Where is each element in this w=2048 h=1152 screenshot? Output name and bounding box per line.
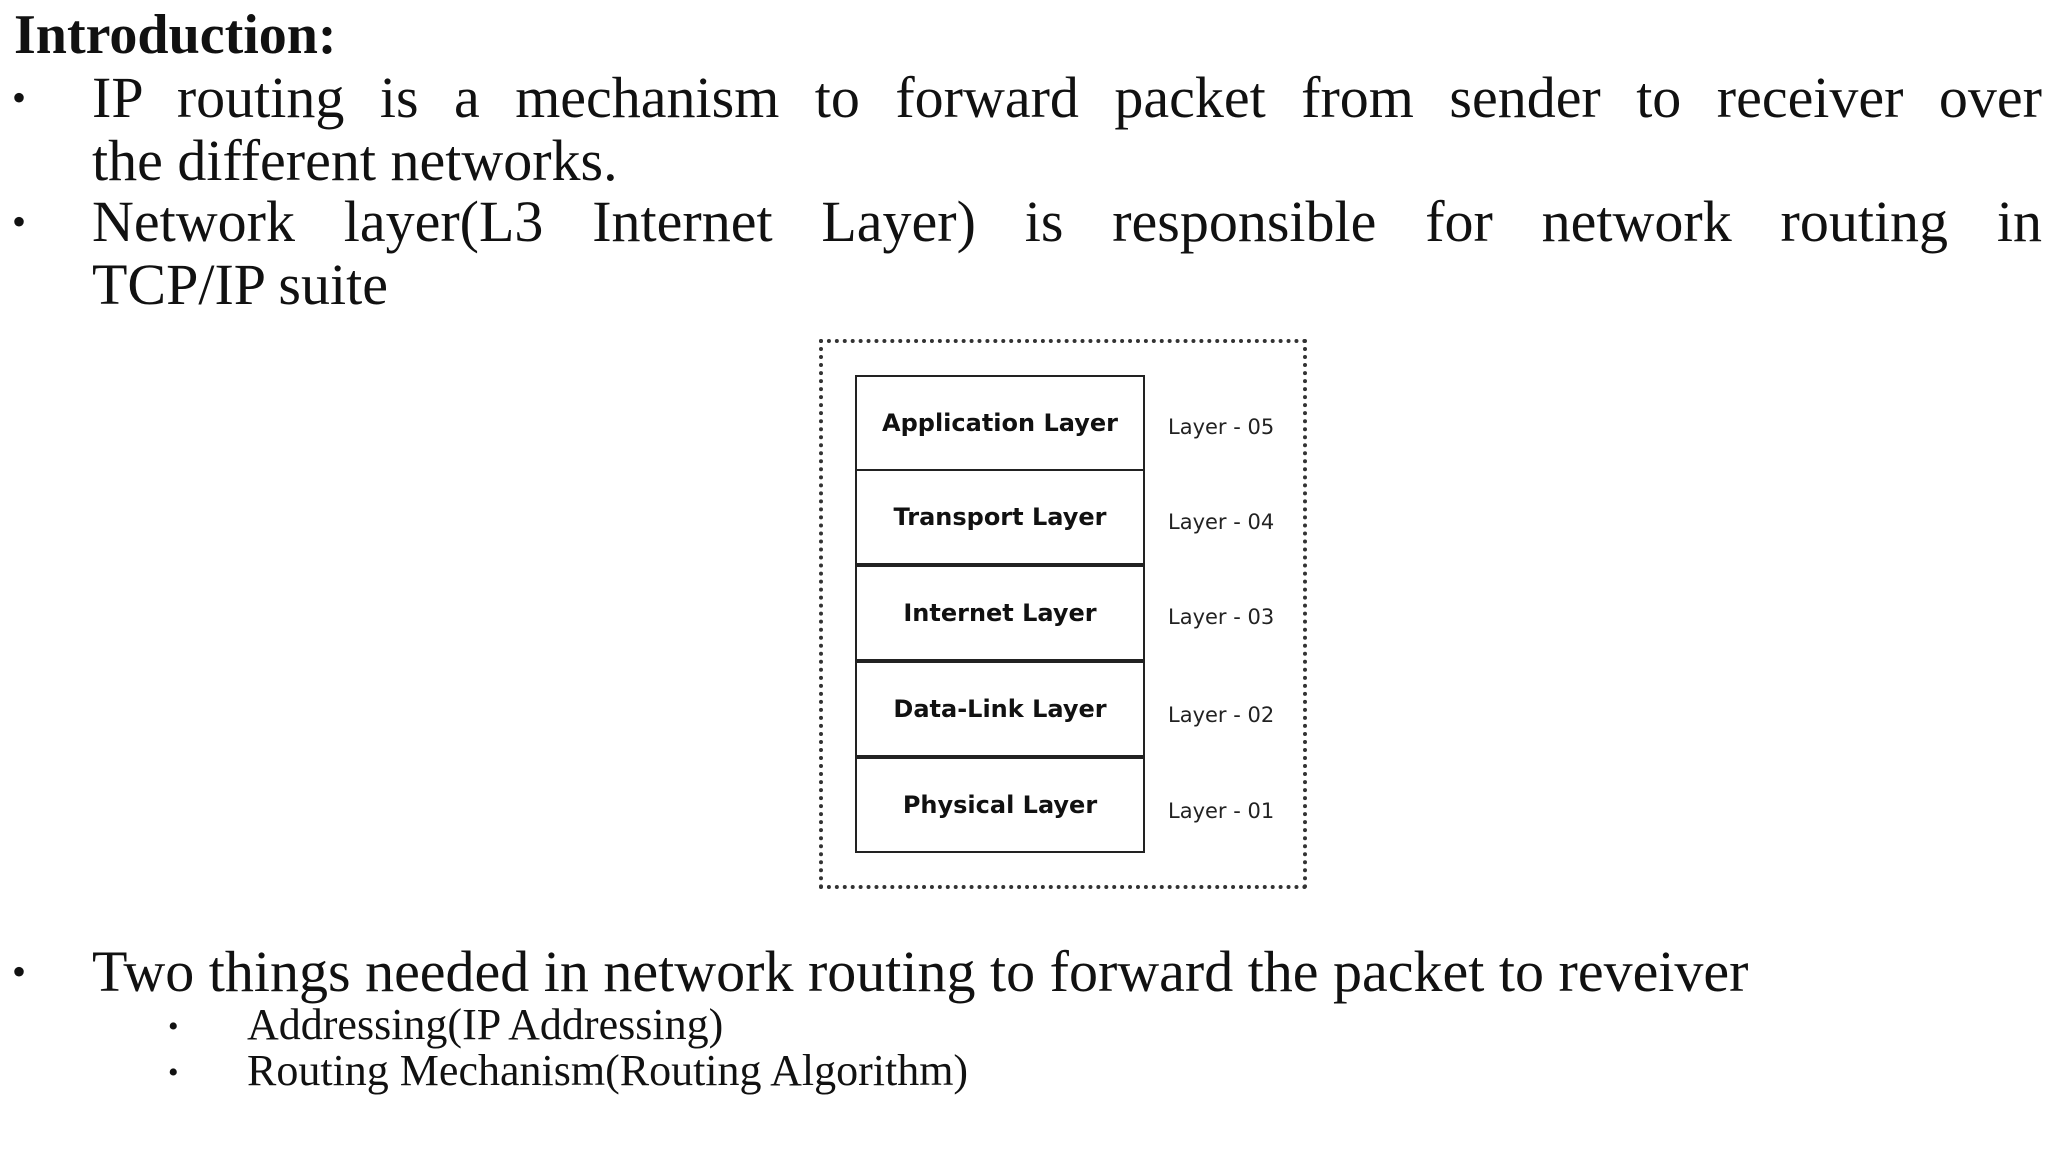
layer-number-02: Layer - 02 bbox=[1168, 703, 1275, 727]
bullet-2-line-1: Network layer(L3 Internet Layer) is resp… bbox=[92, 189, 2042, 254]
layer-box-internet: Internet Layer bbox=[855, 565, 1145, 661]
sub-bullet-marker: • bbox=[168, 1056, 179, 1089]
layer-box-application: Application Layer bbox=[855, 375, 1145, 471]
bullet-marker: • bbox=[12, 949, 27, 994]
bullet-2-line-2: TCP/IP suite bbox=[92, 252, 388, 317]
bullet-item-3: Two things needed in network routing to … bbox=[92, 939, 1749, 1004]
bullet-item-2: Network layer(L3 Internet Layer) is resp… bbox=[92, 190, 2042, 316]
bullet-1-line-1: IP routing is a mechanism to forward pac… bbox=[92, 65, 2042, 130]
layer-number-05: Layer - 05 bbox=[1168, 415, 1275, 439]
sub-item-addressing: Addressing(IP Addressing) bbox=[247, 1000, 724, 1049]
layer-number-04: Layer - 04 bbox=[1168, 510, 1275, 534]
tcp-ip-layer-diagram: Application Layer Layer - 05 Transport L… bbox=[819, 339, 1307, 889]
layer-number-01: Layer - 01 bbox=[1168, 799, 1275, 823]
bullet-marker: • bbox=[12, 75, 27, 120]
layer-box-transport: Transport Layer bbox=[855, 469, 1145, 565]
bullet-item-1: IP routing is a mechanism to forward pac… bbox=[92, 66, 2042, 192]
section-heading: Introduction: bbox=[14, 4, 337, 66]
bullet-1-line-2: the different networks. bbox=[92, 128, 618, 193]
layer-box-physical: Physical Layer bbox=[855, 757, 1145, 853]
layer-box-data-link: Data-Link Layer bbox=[855, 661, 1145, 757]
sub-bullet-marker: • bbox=[168, 1010, 179, 1043]
bullet-marker: • bbox=[12, 199, 27, 244]
sub-item-routing-mechanism: Routing Mechanism(Routing Algorithm) bbox=[247, 1046, 969, 1095]
layer-number-03: Layer - 03 bbox=[1168, 605, 1275, 629]
